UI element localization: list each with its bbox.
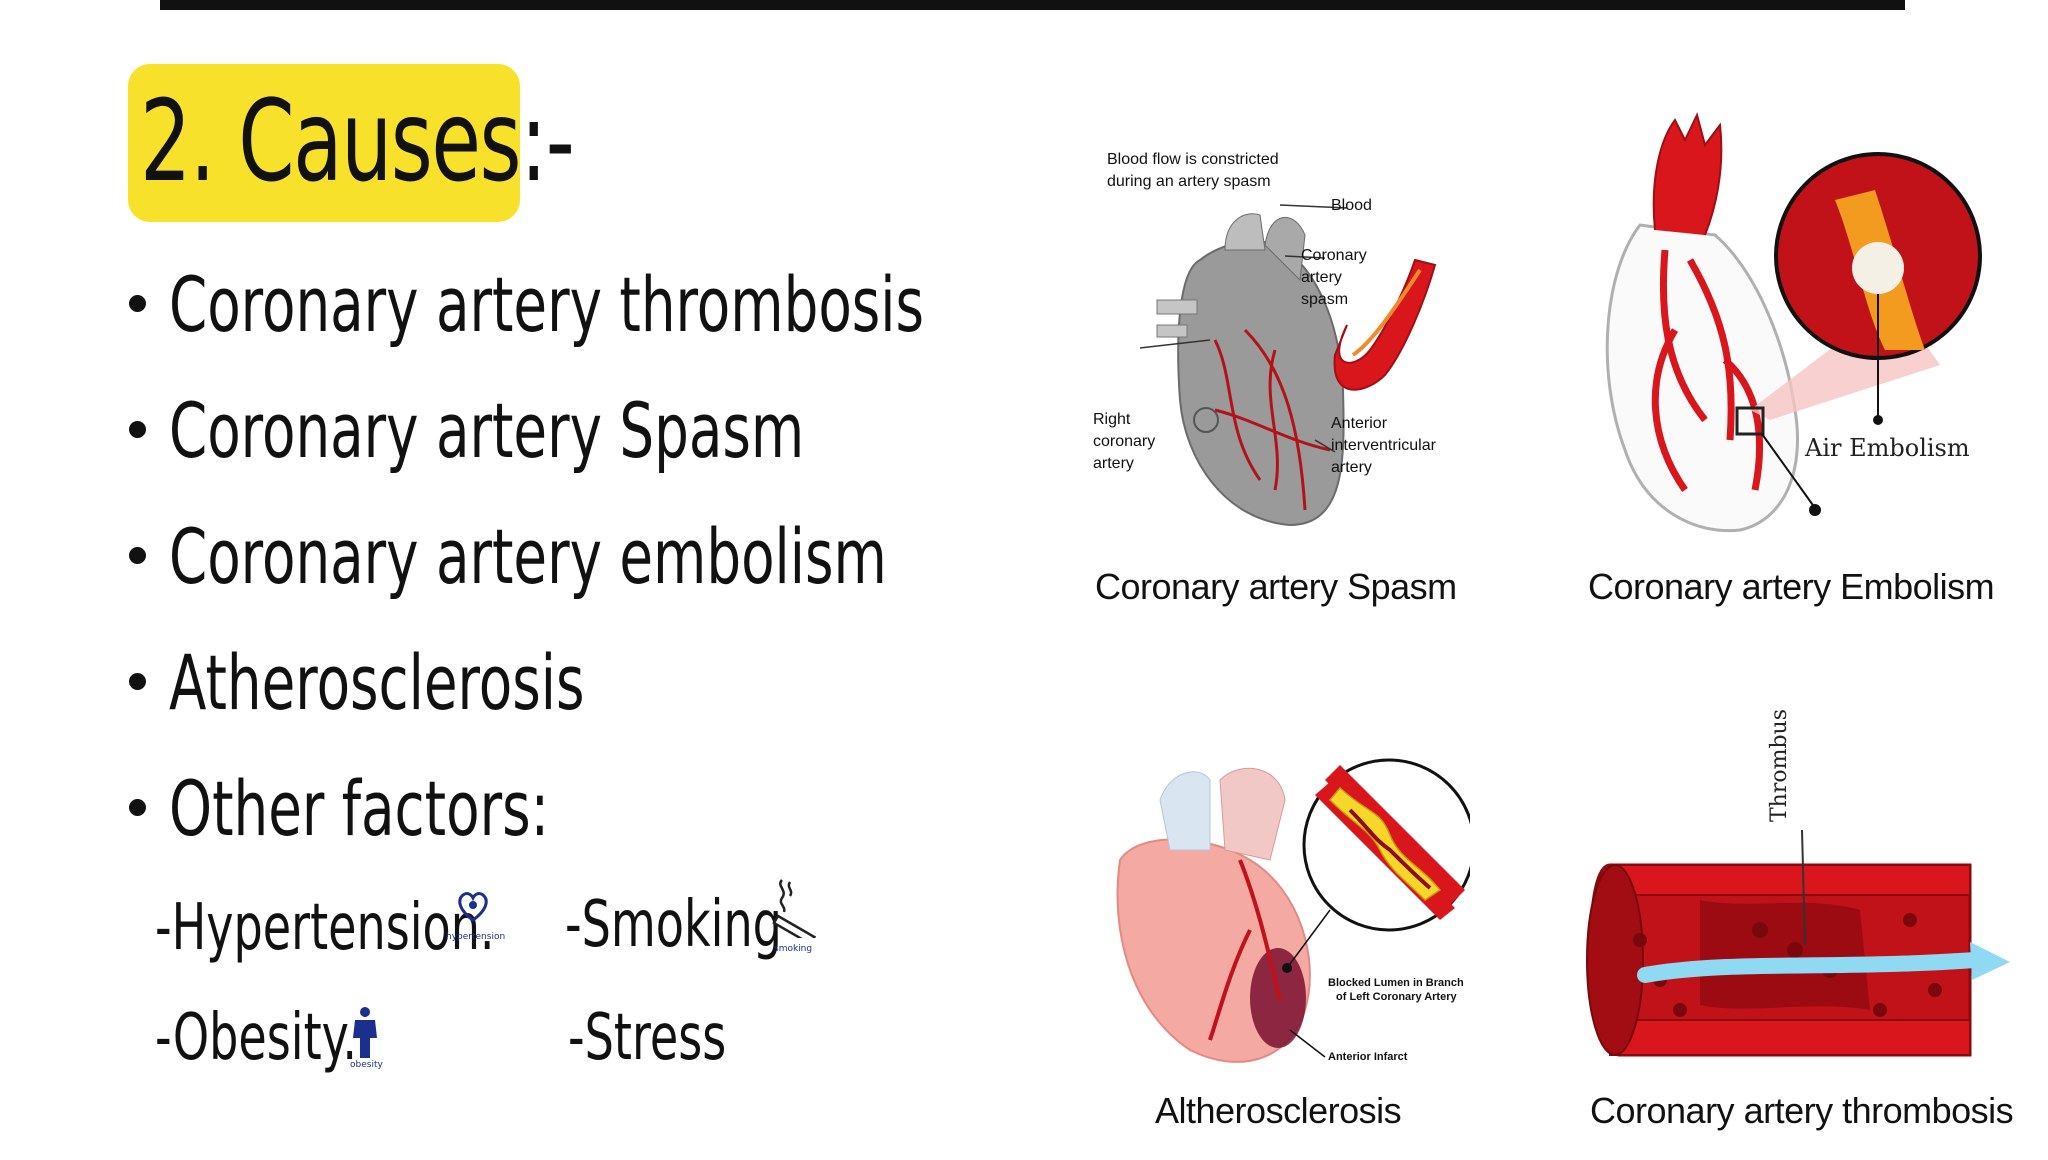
label-aiv-2: interventricular bbox=[1331, 437, 1436, 454]
factor-stress: -Stress bbox=[568, 1001, 727, 1075]
page-title: 2. Causes:- bbox=[140, 77, 575, 207]
list-item-text: Coronary artery embolism bbox=[169, 512, 887, 601]
label-cas-1: Coronary bbox=[1301, 247, 1367, 264]
top-rule bbox=[160, 0, 1905, 10]
label-blood: Blood bbox=[1331, 197, 1372, 214]
hypertension-icon-label: hypertension bbox=[446, 932, 506, 942]
label-aiv-1: Anterior bbox=[1331, 415, 1388, 432]
smoking-icon-label: smoking bbox=[774, 944, 813, 954]
caption-thrombosis: Coronary artery thrombosis bbox=[1590, 1090, 2014, 1131]
factor-smoking: -Smoking bbox=[565, 888, 782, 962]
caption-athero: Altherosclerosis bbox=[1155, 1090, 1402, 1131]
heart-illustration bbox=[1139, 204, 1437, 527]
figure-embolism: Air Embolism bbox=[1565, 110, 2005, 540]
factor-obesity: -Obesity. bbox=[155, 1001, 358, 1075]
label-air-embolism: Air Embolism bbox=[1805, 434, 1970, 462]
label-blocked-2: of Left Coronary Artery bbox=[1336, 991, 1457, 1003]
label-aiv-3: artery bbox=[1331, 459, 1372, 476]
label-cas-2: artery bbox=[1301, 269, 1342, 286]
spasm-note-line2: during an artery spasm bbox=[1107, 173, 1271, 190]
label-cas-3: spasm bbox=[1301, 291, 1349, 308]
label-rca-2: coronary bbox=[1093, 433, 1156, 450]
bullet-icon bbox=[129, 421, 146, 438]
title-highlight bbox=[128, 64, 520, 222]
figure-spasm: Blood flow is constricted during an arte… bbox=[1085, 140, 1465, 540]
smoking-icon bbox=[772, 879, 817, 938]
spasm-note-line1: Blood flow is constricted bbox=[1107, 151, 1279, 168]
hypertension-icon bbox=[458, 892, 488, 922]
obesity-icon-label: obesity bbox=[350, 1060, 383, 1070]
label-anterior-infarct: Anterior Infarct bbox=[1328, 1051, 1408, 1063]
obesity-icon bbox=[353, 1007, 377, 1058]
bullet-icon bbox=[129, 547, 146, 564]
bullet-icon bbox=[129, 295, 146, 312]
athero-illustration bbox=[1116, 758, 1470, 1063]
list-item-text: Atherosclerosis bbox=[169, 638, 585, 727]
label-blocked-1: Blocked Lumen in Branch bbox=[1328, 977, 1464, 989]
list-item-text: Coronary artery thrombosis bbox=[169, 260, 925, 349]
label-thrombus: Thrombus bbox=[1767, 708, 1792, 822]
embolism-illustration bbox=[1605, 112, 1982, 533]
bullet-icon bbox=[129, 673, 146, 690]
list-item-text: Coronary artery Spasm bbox=[169, 386, 805, 475]
list-item-text: Other factors: bbox=[169, 764, 550, 853]
caption-embolism: Coronary artery Embolism bbox=[1588, 566, 1995, 607]
thrombosis-illustration bbox=[1586, 829, 2010, 1057]
caption-spasm: Coronary artery Spasm bbox=[1095, 566, 1457, 607]
figure-thrombosis: Thrombus bbox=[1580, 708, 2010, 1070]
bullet-icon bbox=[129, 799, 146, 816]
label-rca-3: artery bbox=[1093, 455, 1134, 472]
label-rca-1: Right bbox=[1093, 411, 1131, 428]
figure-athero: Blocked Lumen in Branch of Left Coronary… bbox=[1100, 740, 1470, 1080]
factor-hypertension: -Hypertension. bbox=[155, 891, 495, 965]
